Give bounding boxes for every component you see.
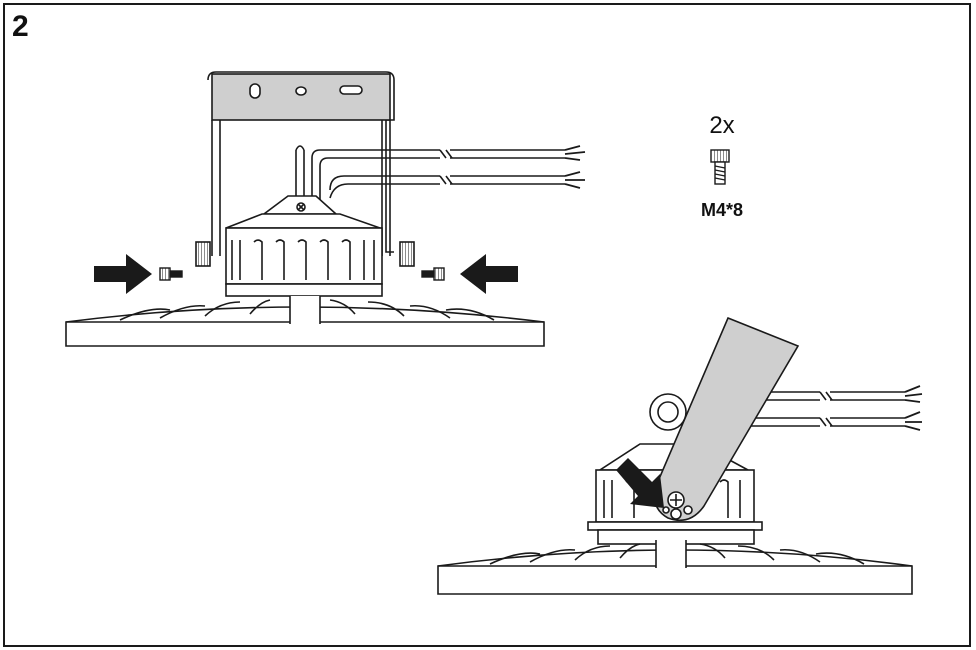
step-number: 2 bbox=[12, 10, 29, 43]
screw-icon bbox=[421, 267, 445, 281]
housing-fins bbox=[231, 239, 375, 280]
power-cable-icon bbox=[740, 385, 923, 431]
arrow-down-right-icon bbox=[616, 458, 664, 508]
arrow-left-icon bbox=[460, 254, 518, 294]
mounting-bracket-icon bbox=[207, 71, 395, 256]
screw-icon bbox=[159, 267, 183, 281]
screw-quantity-label: 2x bbox=[709, 112, 735, 139]
power-cable-icon bbox=[295, 145, 586, 205]
diagram-frame bbox=[3, 3, 971, 647]
arrow-right-icon bbox=[94, 254, 152, 294]
screw-spec-label: M4*8 bbox=[700, 200, 744, 220]
lamp-front-view bbox=[65, 71, 586, 347]
screw-icon bbox=[710, 149, 730, 185]
